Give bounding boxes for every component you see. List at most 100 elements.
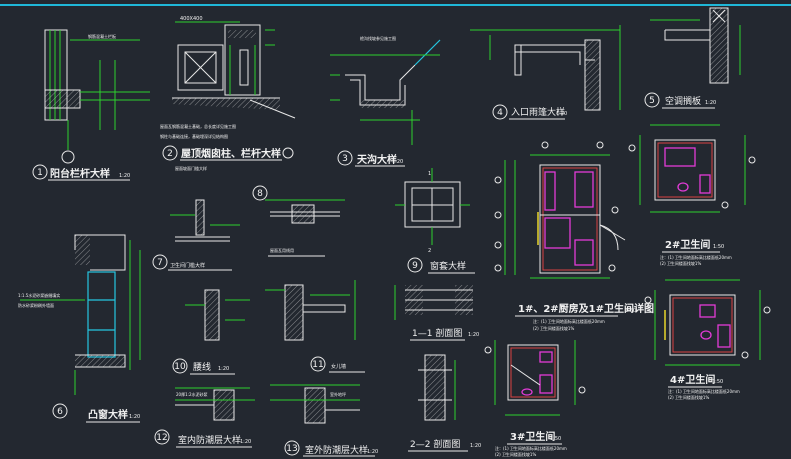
detail-6-title: 凸窗大样 [88, 408, 128, 421]
detail-2-note: 屋面坡面门槛大样 [175, 165, 207, 171]
detail-7-drawing [170, 199, 240, 242]
detail-4-marker [492, 104, 508, 120]
detail-10-number: 10 [174, 362, 186, 372]
plan-toilet2-title: 2#卫生间 [665, 238, 710, 251]
detail-7-marker [152, 254, 168, 270]
detail-1-scale: 1:20 [119, 173, 130, 179]
detail-10-marker [172, 358, 188, 374]
detail-13-marker [284, 440, 300, 456]
detail-5-number: 5 [649, 96, 655, 106]
detail-8-marker [252, 185, 268, 201]
plan-kitchen-drawing [494, 141, 626, 279]
svg-text:注：(1) 卫生间地面标高比楼面低20mm: 注：(1) 卫生间地面标高比楼面低20mm [533, 318, 605, 324]
north-arrow-icon [282, 147, 294, 159]
section-2-title: 2—2 剖面图 [410, 438, 460, 450]
detail-3-drawing: 檐沟找坡参见施工图 [330, 35, 441, 145]
detail-1-marker [32, 164, 48, 180]
plan-toilet4-title: 4#卫生间 [670, 373, 715, 386]
detail-12-number: 12 [156, 433, 167, 443]
detail-5-drawing [650, 7, 741, 84]
detail-11-title: 女儿墙 [331, 363, 346, 370]
detail-4-number: 4 [497, 108, 503, 118]
detail-12-marker [154, 429, 170, 445]
detail-10-drawing [185, 289, 250, 341]
plan-toilet3-title: 3#卫生间 [510, 430, 555, 443]
detail-12-scale: 1:20 [240, 439, 251, 445]
detail-13-scale: 1:20 [367, 449, 378, 455]
detail-1-title: 阳台栏杆大样 [50, 167, 110, 180]
detail-2-drawing: 400X400 屋面瓦钢筋混凝土基础，总长度详见施工图 钢柱与基础连接，基础埋深… [160, 16, 296, 139]
detail-8-note: 屋面瓦用线用 [270, 247, 294, 253]
svg-text:1: 1 [428, 171, 431, 177]
detail-11-number: 11 [312, 360, 323, 370]
detail-3-scale: 1:20 [392, 159, 403, 165]
svg-text:(2) 卫生间楼面找坡1%: (2) 卫生间楼面找坡1% [668, 394, 709, 400]
detail-12-drawing: 20厚1:2水泥砂浆 [175, 387, 255, 421]
section-2-drawing [418, 354, 456, 421]
svg-text:(2) 卫生间楼面找坡1%: (2) 卫生间楼面找坡1% [660, 260, 701, 266]
svg-text:注：(1) 卫生间地面标高比楼面低20mm: 注：(1) 卫生间地面标高比楼面低20mm [668, 388, 740, 394]
detail-9-marker [407, 257, 423, 273]
detail-5-scale: 1:20 [705, 100, 716, 106]
detail-6-number: 6 [57, 407, 63, 417]
section-1-scale: 1:20 [468, 332, 479, 338]
detail-2-dim: 400X400 [180, 16, 203, 22]
detail-10-title: 腰线 [193, 361, 211, 373]
svg-text:注：(1) 卫生间地面标高比楼面低20mm: 注：(1) 卫生间地面标高比楼面低20mm [495, 445, 567, 451]
viewport-border [0, 4, 791, 6]
detail-6-scale: 1:20 [129, 414, 140, 420]
detail-8-number: 8 [257, 189, 263, 199]
detail-13-title: 室外防潮层大样 [305, 444, 368, 456]
plan-toilet2-scale: 1:50 [713, 244, 724, 250]
detail-11-marker [310, 356, 326, 372]
detail-13-drawing: 室外地坪 [270, 384, 360, 424]
detail-10-scale: 1:20 [218, 366, 229, 372]
detail-2-marker [162, 145, 178, 161]
section-1-drawing [394, 285, 473, 320]
svg-text:1:1.5水泥砂浆嵌缝填实: 1:1.5水泥砂浆嵌缝填实 [18, 292, 60, 298]
detail-3-number: 3 [342, 154, 348, 164]
svg-text:钢柱与基础连接，基础埋深详见结构图: 钢柱与基础连接，基础埋深详见结构图 [160, 133, 228, 139]
detail-6-marker [52, 403, 68, 419]
detail-2-title: 屋顶烟囱柱、栏杆大样 [181, 147, 281, 160]
detail-7-title: 卫生间门槛大样 [170, 262, 205, 269]
detail-3-title: 天沟大样 [357, 153, 397, 166]
svg-text:(2) 卫生间楼面找坡1%: (2) 卫生间楼面找坡1% [495, 451, 536, 457]
plan-kitchen-scale: 1:50 [625, 308, 636, 314]
plan-toilet4-drawing [644, 279, 771, 366]
detail-9-title: 窗套大样 [430, 260, 466, 272]
detail-5-marker [644, 92, 660, 108]
plan-toilet2-drawing [628, 124, 756, 213]
plan-toilet4-scale: 1:50 [712, 379, 723, 385]
detail-5-title: 空调搁板 [665, 95, 701, 107]
detail-9-number: 9 [412, 261, 418, 271]
svg-text:20厚1:2水泥砂浆: 20厚1:2水泥砂浆 [176, 391, 208, 397]
detail-7-number: 7 [157, 258, 163, 268]
svg-text:注：(1) 卫生间地面标高比楼面低20mm: 注：(1) 卫生间地面标高比楼面低20mm [660, 254, 732, 260]
plan-kitchen-title: 1#、2#厨房及1#卫生间详图 [518, 302, 654, 315]
detail-6-drawing: 1:1.5水泥砂浆嵌缝填实 防水砂浆粉刷外墙面 [18, 234, 141, 395]
detail-3-marker [337, 150, 353, 166]
svg-text:防水砂浆粉刷外墙面: 防水砂浆粉刷外墙面 [18, 302, 54, 308]
svg-text:2: 2 [428, 248, 431, 254]
detail-9-drawing: 1 2 [395, 168, 470, 254]
svg-text:(2) 卫生间楼面找坡1%: (2) 卫生间楼面找坡1% [533, 325, 574, 331]
detail-1-number: 1 [37, 168, 43, 178]
svg-text:钢筋混凝土栏板: 钢筋混凝土栏板 [88, 33, 116, 39]
plan-toilet3-scale: 1:50 [550, 436, 561, 442]
detail-1-drawing: 钢筋混凝土栏板 [44, 29, 150, 164]
svg-text:室外地坪: 室外地坪 [330, 391, 346, 397]
detail-2-number: 2 [167, 149, 173, 159]
detail-4-title: 入口雨篷大样 [511, 106, 565, 118]
section-2-scale: 1:20 [470, 443, 481, 449]
section-1-title: 1—1 剖面图 [412, 327, 462, 339]
detail-8-drawing [265, 199, 345, 224]
detail-11-drawing [265, 280, 356, 341]
detail-4-scale: 1:20 [556, 111, 567, 117]
detail-12-title: 室内防潮层大样 [178, 434, 241, 446]
detail-3-note: 檐沟找坡参见施工图 [360, 35, 396, 41]
svg-text:屋面瓦钢筋混凝土基础，总长度详见施工图: 屋面瓦钢筋混凝土基础，总长度详见施工图 [160, 123, 236, 129]
detail-13-number: 13 [286, 444, 297, 454]
